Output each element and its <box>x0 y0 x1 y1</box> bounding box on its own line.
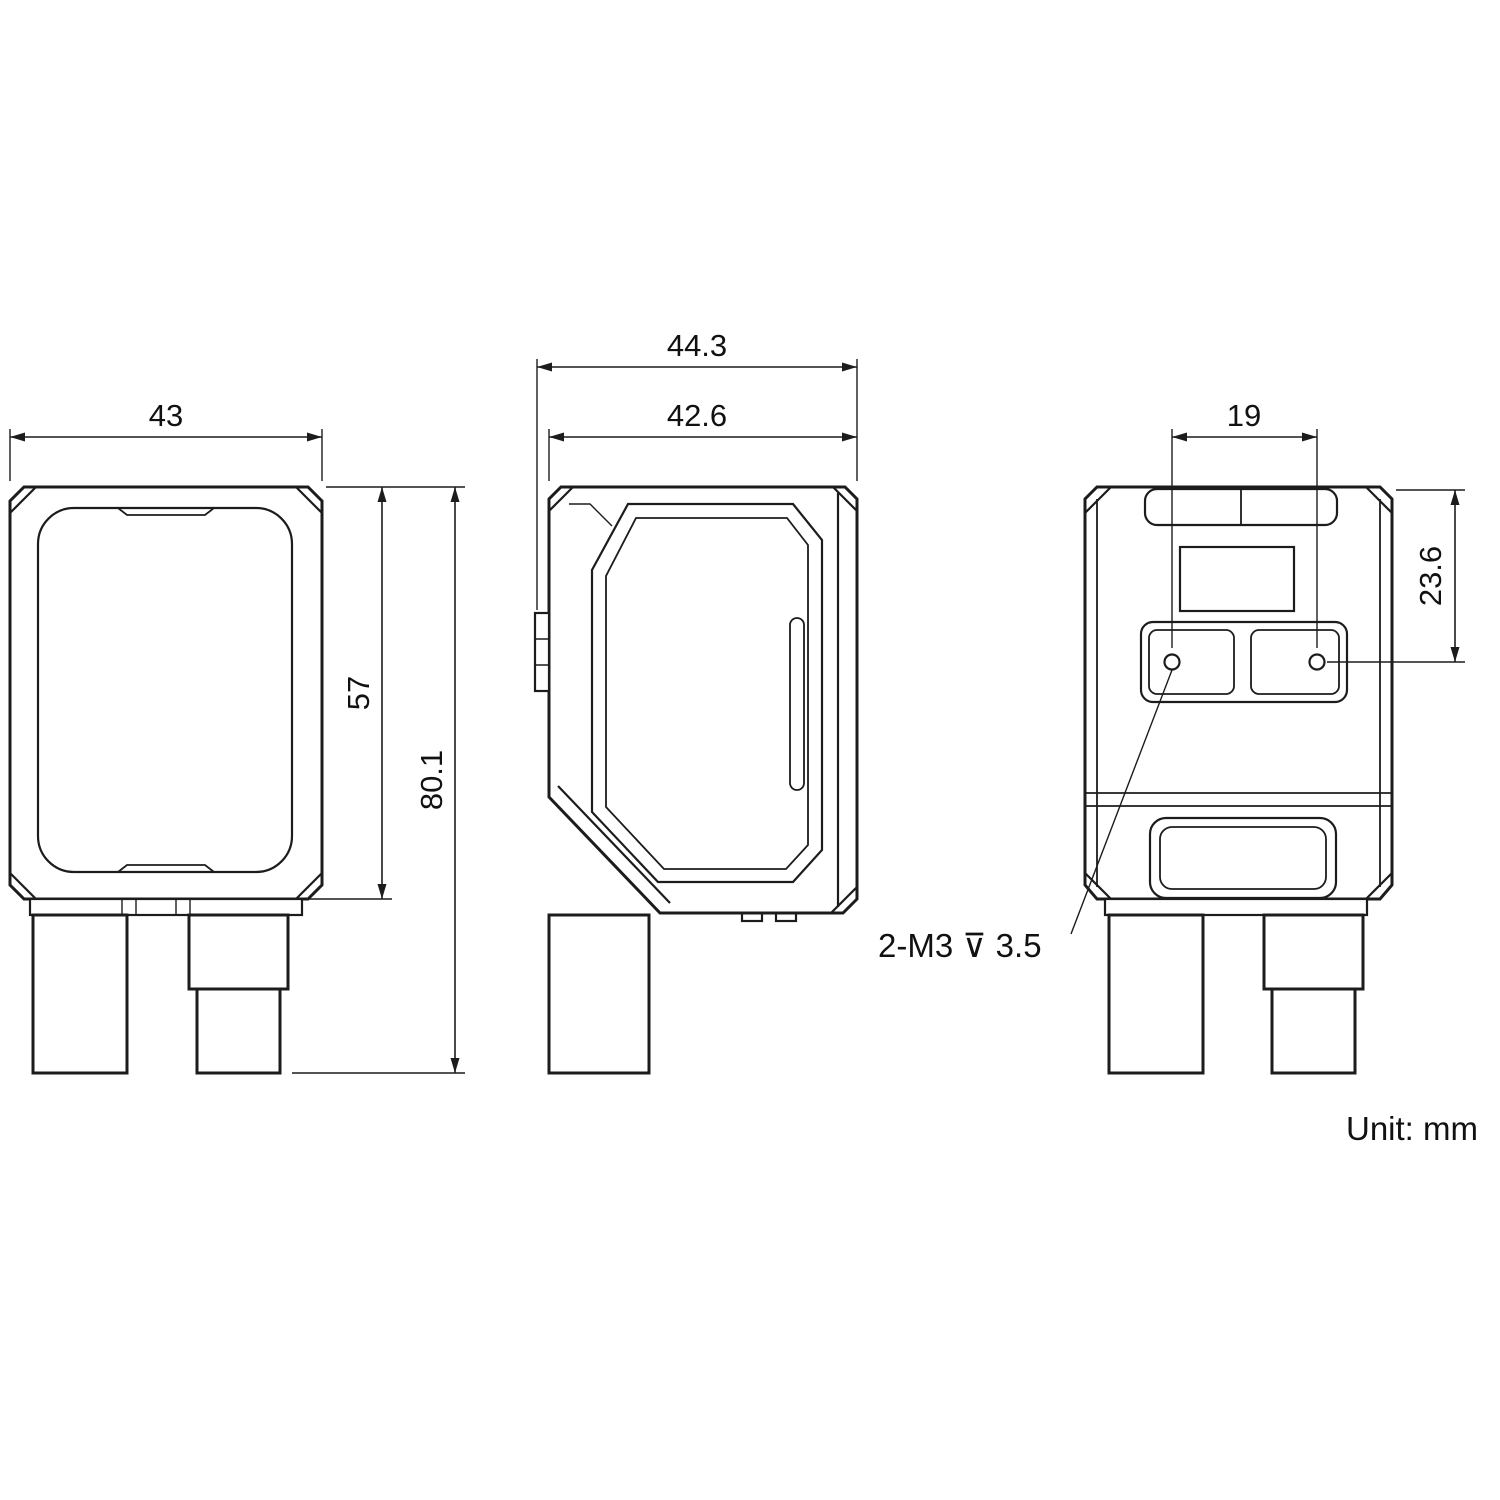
corner-chamfer-line <box>295 872 323 900</box>
rear-connector-right-lower <box>1270 987 1357 1075</box>
rear-hole-spacing-dimension: 19 <box>1171 398 1318 648</box>
side-button-lines <box>535 638 549 666</box>
unit-note: Unit: mm <box>1346 1110 1478 1147</box>
rear-mount-block-left-pad <box>1148 629 1235 695</box>
corner-chamfer-line <box>9 486 37 514</box>
extension-line <box>304 486 465 900</box>
rear-hole-spacing-value: 19 <box>1227 398 1261 433</box>
rear-side-edges <box>1096 499 1381 887</box>
side-foot <box>774 911 798 923</box>
corner-chamfer-line <box>1365 872 1393 900</box>
front-width-dimension: 43 <box>9 398 323 481</box>
side-vent-slot <box>789 617 805 791</box>
front-body-outline <box>8 485 324 901</box>
rear-label-recess <box>1178 545 1296 613</box>
front-view: 43 57 80.1 <box>8 398 465 1075</box>
front-window-bottom-detail <box>117 864 215 873</box>
front-overall-height-value: 80.1 <box>414 750 449 810</box>
side-foot <box>740 911 764 923</box>
corner-chamfer-line <box>548 486 574 512</box>
rear-thread-callout: 2-M3 ⊽ 3.5 <box>878 669 1173 964</box>
side-overall-depth-dimension: 44.3 <box>536 328 858 610</box>
rear-body-outline <box>1083 485 1394 901</box>
side-body-depth-dimension: 42.6 <box>548 398 857 481</box>
front-connector-right-lower <box>195 987 282 1075</box>
rear-bottom-slot-inner <box>1159 826 1327 890</box>
extension-line <box>536 359 858 610</box>
front-lens-window <box>36 506 294 874</box>
rear-callout-leader <box>1070 669 1173 935</box>
rear-base-plate <box>1103 897 1369 917</box>
front-window-top-detail <box>117 507 215 516</box>
rear-mount-hole-right <box>1308 653 1326 671</box>
corner-chamfer-line <box>832 486 858 512</box>
front-body-height-dimension: 57 <box>304 486 465 900</box>
rear-thread-callout-text: 2-M3 ⊽ 3.5 <box>878 927 1042 964</box>
rear-hole-offset-value: 23.6 <box>1413 546 1448 606</box>
corner-chamfer-line <box>295 486 323 514</box>
side-view: 44.3 42.6 <box>533 328 859 1075</box>
extension-line <box>1171 429 1318 648</box>
corner-chamfer-line <box>9 872 37 900</box>
side-cover-inner-line <box>605 517 809 870</box>
front-overall-height-dimension: 80.1 <box>292 487 465 1074</box>
side-overall-depth-value: 44.3 <box>667 328 727 363</box>
front-base-tabs <box>121 899 191 915</box>
rear-view: 19 23.6 2-M3 ⊽ 3.5 <box>878 398 1465 1075</box>
rear-band-lines <box>1085 792 1392 807</box>
rear-mount-hole-left <box>1163 653 1181 671</box>
side-body-depth-value: 42.6 <box>667 398 727 433</box>
rear-corner-chamfers <box>1084 486 1393 900</box>
front-body-height-value: 57 <box>341 676 376 710</box>
corner-chamfer-line <box>1084 486 1112 514</box>
rear-hole-offset-dimension: 23.6 <box>1327 489 1465 663</box>
side-bottom-chamfer-line <box>557 785 671 904</box>
side-button <box>533 611 551 693</box>
side-body-outline <box>547 485 859 915</box>
side-top-edge-detail <box>569 503 613 527</box>
corner-chamfer-line <box>1365 486 1393 514</box>
front-connector-left <box>31 913 129 1075</box>
side-corner-chamfers <box>548 486 858 914</box>
corner-chamfer-line <box>830 886 858 914</box>
front-connector-right-upper <box>187 913 290 991</box>
front-base-plate <box>28 897 304 917</box>
corner-chamfer-line <box>1084 872 1112 900</box>
side-cover-outline <box>590 502 824 884</box>
front-width-value: 43 <box>149 398 183 433</box>
front-corner-chamfers <box>9 486 323 900</box>
side-connector <box>547 913 651 1075</box>
rear-connector-left <box>1107 913 1205 1075</box>
rear-connector-right-upper <box>1262 913 1365 991</box>
